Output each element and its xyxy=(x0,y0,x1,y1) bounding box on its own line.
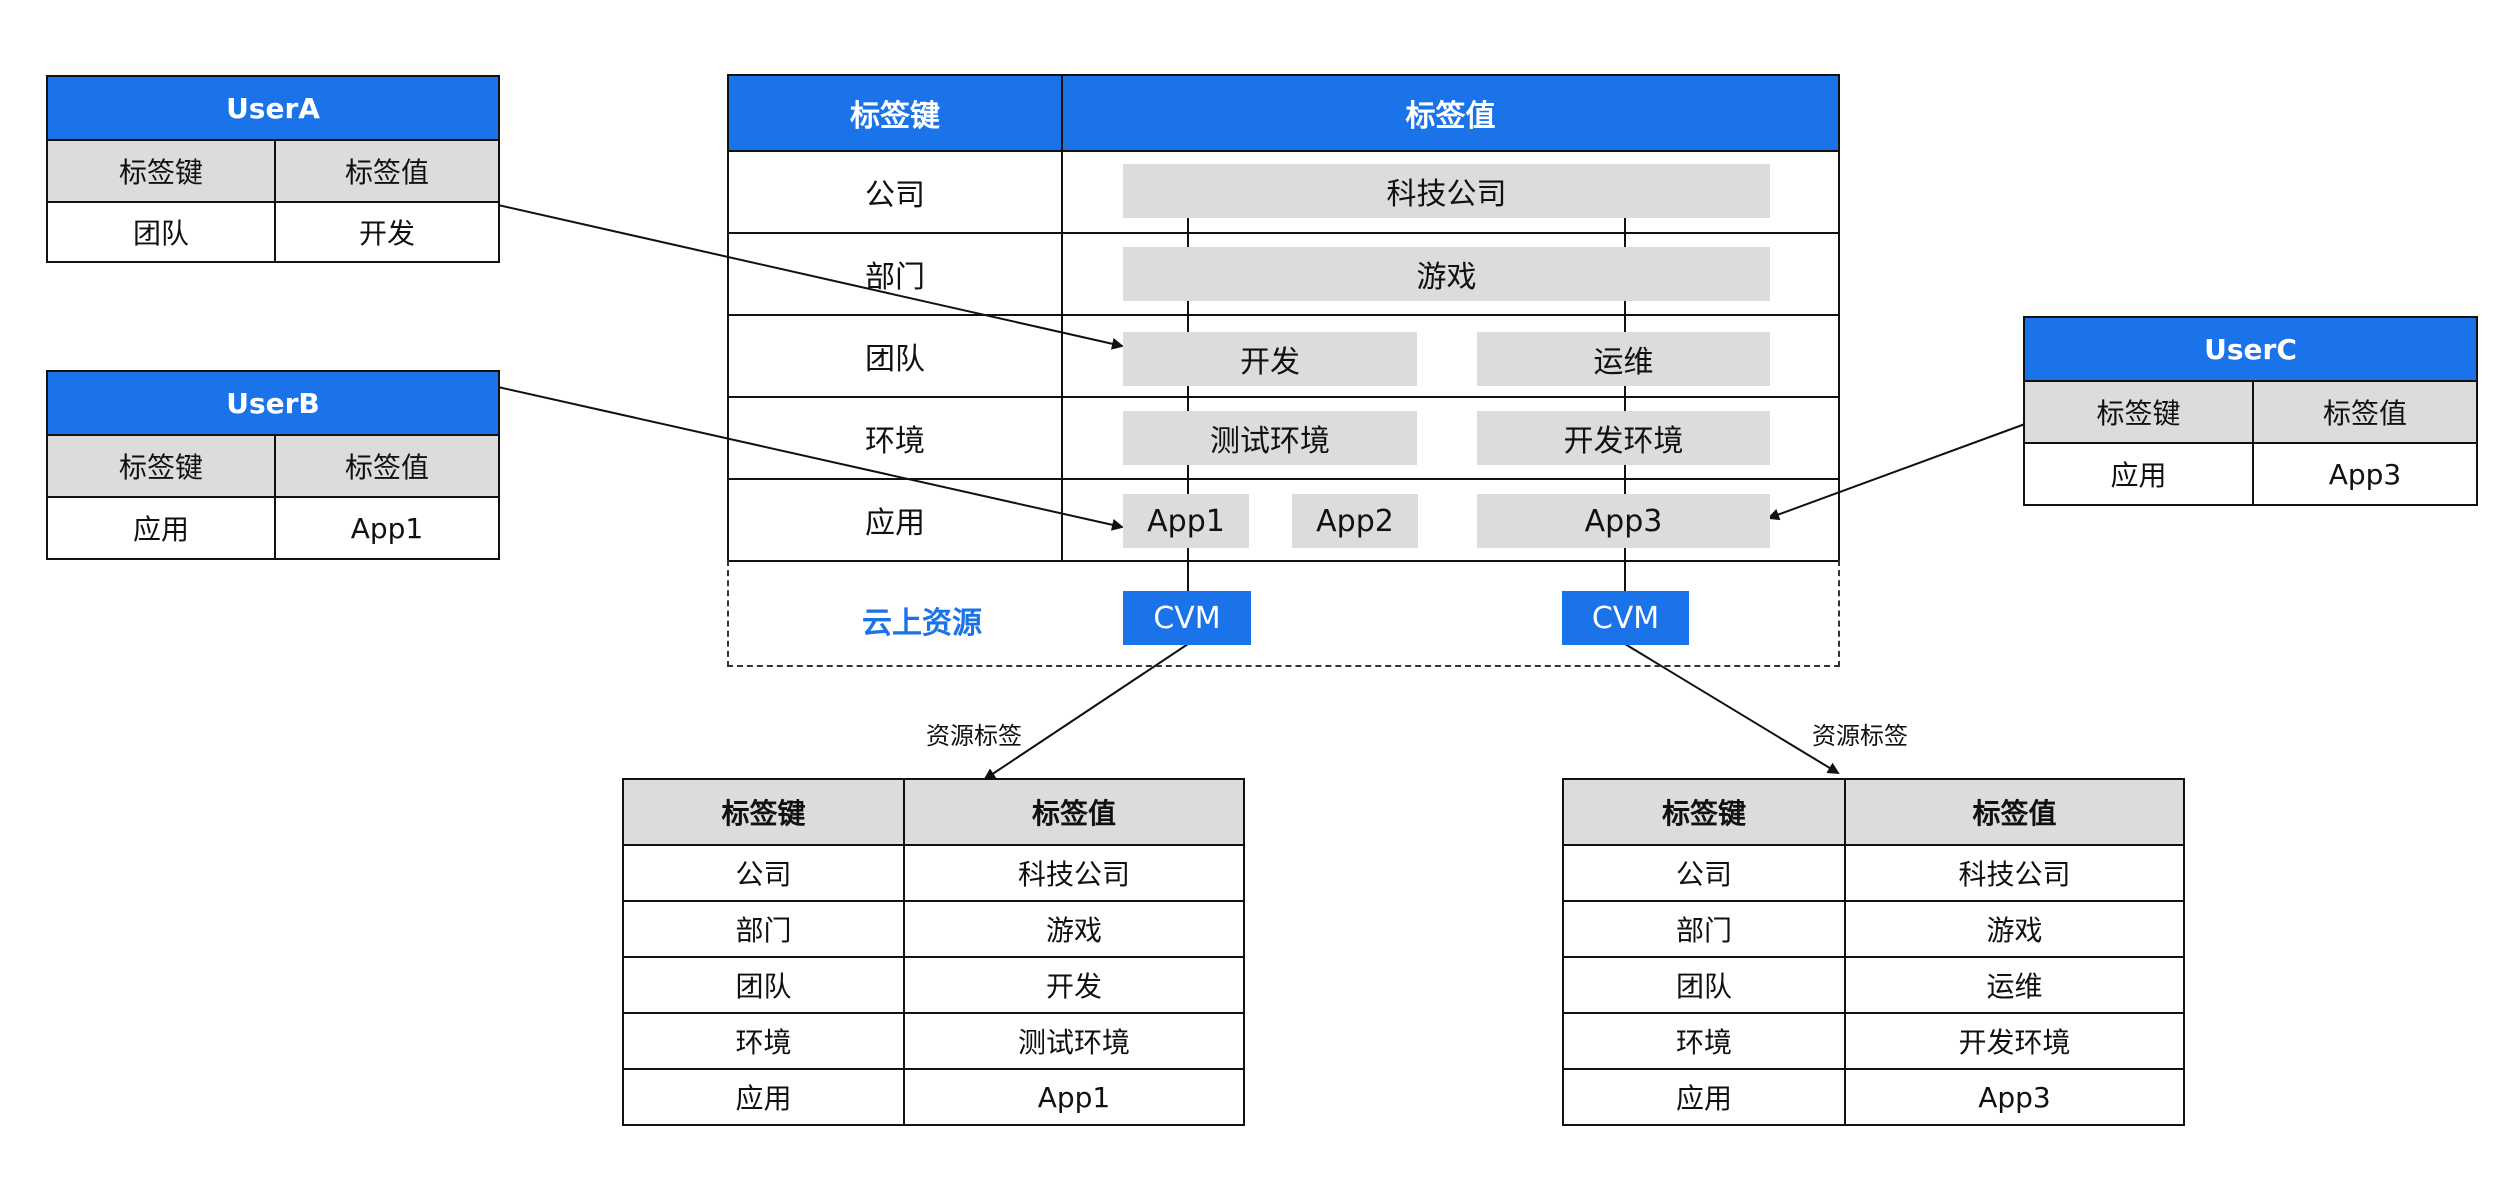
left-row-key: 团队 xyxy=(622,956,905,1014)
right-table-value-header: 标签值 xyxy=(1844,778,2185,846)
right-row-value: 运维 xyxy=(1844,956,2185,1014)
user-b-value: App1 xyxy=(274,496,500,560)
user-c-value-header: 标签值 xyxy=(2252,380,2478,444)
value-team-ops: 运维 xyxy=(1477,332,1770,386)
main-value-header: 标签值 xyxy=(1061,74,1840,152)
arrow-userB-to-app1 xyxy=(497,386,1124,531)
main-key-company: 公司 xyxy=(727,150,1063,234)
right-table-key-header: 标签键 xyxy=(1562,778,1846,846)
right-row-key: 公司 xyxy=(1562,844,1846,902)
right-row-value: 科技公司 xyxy=(1844,844,2185,902)
user-a-key: 团队 xyxy=(46,201,276,263)
user-a-value: 开发 xyxy=(274,201,500,263)
cvm-right: CVM xyxy=(1562,591,1689,645)
left-row-key: 环境 xyxy=(622,1012,905,1070)
left-row-key: 应用 xyxy=(622,1068,905,1126)
left-table-key-header: 标签键 xyxy=(622,778,905,846)
left-row-key: 部门 xyxy=(622,900,905,958)
value-app2: App2 xyxy=(1292,494,1418,548)
right-row-value: App3 xyxy=(1844,1068,2185,1126)
cvm-left: CVM xyxy=(1123,591,1251,645)
resource-tag-label-right: 资源标签 xyxy=(1812,722,1908,750)
left-row-value: 测试环境 xyxy=(903,1012,1245,1070)
value-team-dev: 开发 xyxy=(1123,332,1417,386)
left-row-value: 游戏 xyxy=(903,900,1245,958)
value-department: 游戏 xyxy=(1123,247,1770,301)
user-c-key-header: 标签键 xyxy=(2023,380,2254,444)
right-row-key: 团队 xyxy=(1562,956,1846,1014)
left-row-value: App1 xyxy=(903,1068,1245,1126)
value-app1: App1 xyxy=(1123,494,1249,548)
user-c-title: UserC xyxy=(2023,316,2478,382)
main-key-header: 标签键 xyxy=(727,74,1063,152)
main-key-environment: 环境 xyxy=(727,396,1063,480)
user-b-value-header: 标签值 xyxy=(274,434,500,498)
user-a-key-header: 标签键 xyxy=(46,139,276,203)
value-env-test: 测试环境 xyxy=(1123,411,1417,465)
left-row-key: 公司 xyxy=(622,844,905,902)
right-row-value: 开发环境 xyxy=(1844,1012,2185,1070)
user-c-key: 应用 xyxy=(2023,442,2254,506)
user-a-value-header: 标签值 xyxy=(274,139,500,203)
value-company: 科技公司 xyxy=(1123,164,1770,218)
right-row-key: 部门 xyxy=(1562,900,1846,958)
left-table-value-header: 标签值 xyxy=(903,778,1245,846)
resource-tag-label-left: 资源标签 xyxy=(926,722,1022,750)
main-key-application: 应用 xyxy=(727,478,1063,562)
right-row-key: 应用 xyxy=(1562,1068,1846,1126)
arrow-userA-to-dev xyxy=(497,204,1124,350)
arrow-userC-to-app3 xyxy=(1767,423,2026,521)
left-row-value: 开发 xyxy=(903,956,1245,1014)
cloud-resource-label: 云上资源 xyxy=(862,606,982,641)
left-row-value: 科技公司 xyxy=(903,844,1245,902)
value-app3: App3 xyxy=(1477,494,1770,548)
main-value-row-application xyxy=(1061,478,1840,562)
user-a-title: UserA xyxy=(46,75,500,141)
user-b-title: UserB xyxy=(46,370,500,436)
value-env-dev: 开发环境 xyxy=(1477,411,1770,465)
user-b-key: 应用 xyxy=(46,496,276,560)
user-b-key-header: 标签键 xyxy=(46,434,276,498)
right-row-key: 环境 xyxy=(1562,1012,1846,1070)
cloud-resource-area xyxy=(727,560,1840,667)
main-key-team: 团队 xyxy=(727,314,1063,398)
main-key-department: 部门 xyxy=(727,232,1063,316)
right-row-value: 游戏 xyxy=(1844,900,2185,958)
user-c-value: App3 xyxy=(2252,442,2478,506)
